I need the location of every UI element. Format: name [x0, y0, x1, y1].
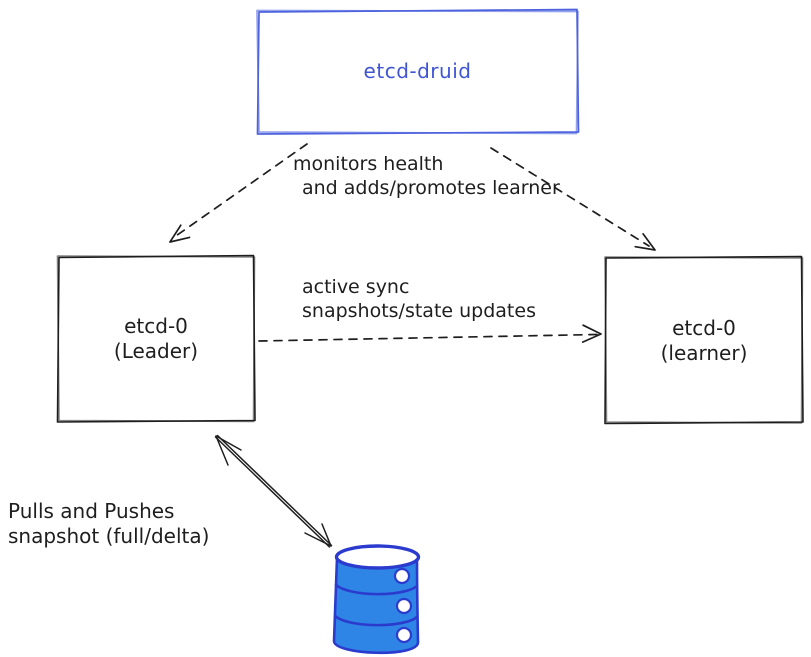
database-icon: [332, 544, 421, 655]
snapshot-edge-label: Pulls and Pushes snapshot (full/delta): [8, 499, 209, 549]
sync-edge-label: active sync snapshots/state updates: [302, 275, 536, 323]
druid-node-box: [256, 8, 580, 135]
learner-node-name: etcd-0: [672, 316, 736, 340]
snapshot-edge-label-line1: Pulls and Pushes: [8, 499, 175, 523]
monitor-edge-label: monitors health and adds/promotes learne…: [293, 152, 560, 200]
learner-node-role: (learner): [660, 341, 748, 365]
monitor-edge-label-line2: and adds/promotes learner: [302, 177, 560, 199]
druid-node-label: etcd-druid: [363, 59, 472, 83]
sync-edge-label-line2: snapshots/state updates: [302, 300, 536, 322]
monitor-edge-label-line1: monitors health: [293, 153, 444, 175]
monitor-right-arrow: [490, 147, 656, 251]
sync-edge-label-line1: active sync: [302, 276, 410, 298]
leader-node-role: (Leader): [113, 339, 199, 363]
sync-arrow: [258, 324, 602, 343]
learner-node-label: etcd-0 (learner): [605, 316, 803, 366]
snapshot-arrow: [214, 434, 333, 548]
learner-node-box: [604, 255, 804, 425]
snapshot-edge-label-line2: snapshot (full/delta): [8, 524, 210, 548]
monitor-left-arrow: [169, 143, 308, 243]
leader-node-box: [56, 254, 256, 423]
leader-node-label: etcd-0 (Leader): [57, 314, 255, 364]
leader-node-name: etcd-0: [124, 314, 188, 338]
